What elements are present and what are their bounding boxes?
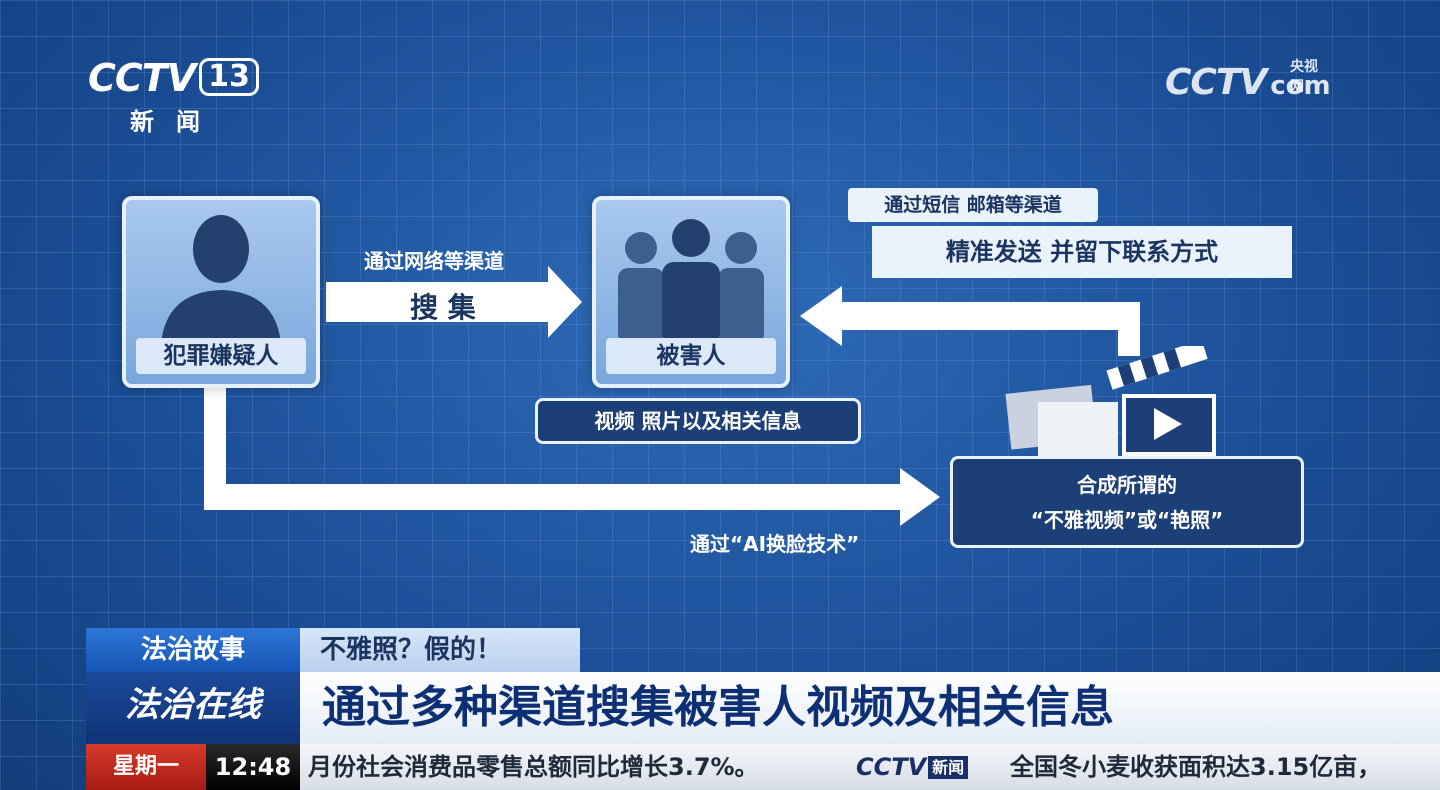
suspect-label: 犯罪嫌疑人: [136, 338, 306, 374]
ticker-logo-news: 新闻: [928, 756, 969, 779]
suspect-card: 犯罪嫌疑人: [122, 196, 320, 388]
arrow-send-back: [800, 286, 1140, 356]
arrow-collect: [326, 266, 582, 338]
result-line2: “不雅视频”或“艳照”: [1030, 508, 1224, 532]
headline: 通过多种渠道搜集被害人视频及相关信息: [300, 672, 1440, 744]
result-box: 合成所谓的 “不雅视频”或“艳照”: [950, 456, 1304, 548]
ticker-news-1: 月份社会消费品零售总额同比增长3.7%。: [308, 753, 759, 781]
show-name: 法治在线: [86, 672, 300, 744]
clapperboard-icon: [1005, 346, 1216, 456]
result-line1: 合成所谓的: [1077, 473, 1177, 497]
program-tag: 法治故事: [86, 628, 300, 672]
topic-tag: 不雅照？假的！: [300, 628, 580, 672]
cctv-com-suffix: com: [1270, 71, 1331, 101]
ticker-logo-brand: CCTV: [856, 753, 927, 781]
ticker-day: 星期一: [86, 744, 206, 790]
ticker-time: 12:48: [206, 744, 300, 790]
sms-box: 精准发送 并留下联系方式: [872, 226, 1292, 278]
arrow-ai-swap: [204, 382, 940, 526]
victim-label: 被害人: [606, 338, 776, 374]
person-silhouette-icon: [161, 215, 281, 344]
cctv-com-cn: 央视网: [1290, 59, 1318, 95]
ticker-news-2: 全国冬小麦收获面积达3.15亿亩，: [1010, 753, 1382, 781]
arrow1-caption: 通过网络等渠道: [364, 249, 504, 273]
collected-info-pill: 视频 照片以及相关信息: [535, 398, 861, 444]
channel-number: 13: [199, 58, 259, 96]
ai-caption: 通过“AI换脸技术”: [690, 532, 860, 556]
sms-caption: 通过短信 邮箱等渠道: [848, 188, 1098, 222]
victim-card: 被害人: [592, 196, 790, 388]
arrow1-label: 搜 集: [410, 291, 476, 324]
group-people-icon: [618, 219, 764, 344]
cctv-brand: CCTV: [88, 56, 196, 100]
cctv-com-brand: CCTV: [1165, 62, 1267, 103]
channel-sub: 新闻: [130, 108, 222, 136]
